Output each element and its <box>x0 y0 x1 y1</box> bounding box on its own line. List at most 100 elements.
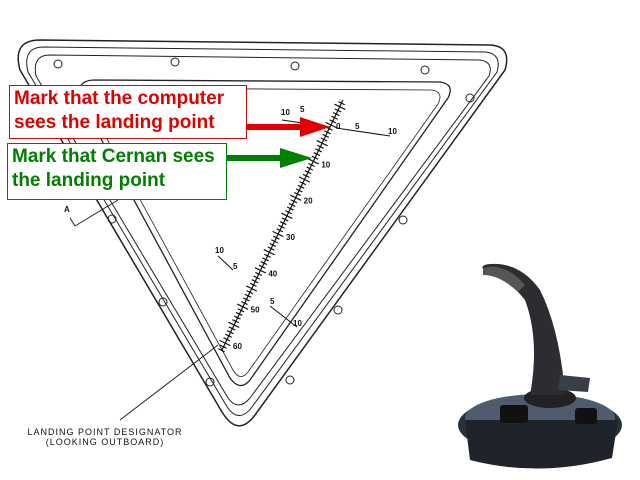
scale-tick <box>286 206 294 211</box>
scale-tick <box>288 202 296 208</box>
scale-tick <box>246 290 254 295</box>
scale-tick <box>290 199 298 204</box>
scale-tick <box>245 285 258 292</box>
scale-tick <box>271 239 278 244</box>
caption-line1: LANDING POINT DESIGNATOR <box>27 427 183 437</box>
scale-tick <box>254 267 266 274</box>
scale-tick <box>313 151 321 157</box>
top-left-label: 10 <box>281 108 290 117</box>
scale-tick <box>219 339 231 347</box>
scale-tick <box>263 253 271 258</box>
scale-tick <box>281 212 293 219</box>
scale-tick <box>223 337 231 342</box>
scale-tick <box>242 297 250 302</box>
scale-tick <box>226 330 234 335</box>
scale-tick <box>272 230 284 238</box>
scale-tick <box>241 300 248 306</box>
scale-tick <box>262 257 270 262</box>
scale-label: 0 <box>336 122 341 131</box>
scale-tick <box>272 235 280 240</box>
scale-tick <box>308 162 315 168</box>
scale-tick <box>334 108 342 113</box>
scale-tick <box>325 121 337 129</box>
scale-tick <box>232 319 240 324</box>
scale-tick <box>235 311 243 317</box>
top-right-label: 10 <box>388 127 397 136</box>
scale-tick <box>322 133 330 138</box>
scale-label: 20 <box>304 197 313 206</box>
scale-label: 30 <box>286 233 295 242</box>
scale-tick <box>332 112 340 117</box>
scale-tick <box>225 333 232 338</box>
scale-tick <box>285 210 293 215</box>
scale-tick <box>306 166 314 171</box>
computer-callout-line2: sees the landing point <box>14 112 215 133</box>
screws <box>53 57 475 387</box>
scale-tick <box>228 326 236 331</box>
scale-tick <box>249 282 257 287</box>
scale-tick <box>218 348 225 353</box>
mid-left-label: 10 <box>215 246 224 255</box>
caption-line2: (LOOKING OUTBOARD) <box>45 437 165 447</box>
computer-mark-arrow <box>245 117 330 137</box>
scale-tick <box>263 249 275 256</box>
scale-tick <box>316 140 328 147</box>
scale-tick <box>253 275 261 280</box>
scale-label: 10 <box>321 160 330 169</box>
scale-tick <box>295 188 303 193</box>
cernan-callout-line2: the landing point <box>12 170 166 191</box>
designator-scale <box>218 99 346 353</box>
cernan-callout-line1: Mark that Cernan sees <box>12 146 215 167</box>
low-right-label: 10 <box>293 319 302 328</box>
scale-tick <box>302 173 310 178</box>
scale-tick <box>299 181 307 186</box>
scale-tick <box>278 224 285 229</box>
cernan-mark-callout: Mark that Cernan sees the landing point <box>7 143 227 200</box>
scale-tick <box>251 279 259 284</box>
scale-tick <box>279 221 287 226</box>
scale-label: 40 <box>268 269 277 278</box>
joystick-image <box>458 263 622 469</box>
low-right-label: 5 <box>270 297 275 306</box>
scale-tick <box>329 119 337 124</box>
computer-mark-callout: Mark that the computer sees the landing … <box>9 85 247 139</box>
scale-tick <box>276 228 284 233</box>
scale-tick <box>338 101 346 106</box>
scale-label: 50 <box>251 306 260 315</box>
scale-tick <box>304 170 312 175</box>
scale-tick <box>315 148 323 153</box>
scale-tick <box>324 130 331 135</box>
mid-left-label: 5 <box>233 262 238 271</box>
scale-tick <box>334 103 346 110</box>
scale-tick <box>258 264 266 269</box>
scale-tick <box>269 242 277 247</box>
top-left-label: 5 <box>300 105 305 114</box>
scale-tick <box>233 315 241 320</box>
scale-tick <box>237 308 245 313</box>
scale-tick <box>267 246 275 251</box>
scale-tick <box>316 144 324 149</box>
leader-line <box>119 344 219 421</box>
cross-scales <box>217 119 391 328</box>
scale-tick <box>297 184 305 189</box>
scale-tick <box>281 217 289 222</box>
computer-callout-line1: Mark that the computer <box>14 88 225 109</box>
scale-tick <box>244 293 252 298</box>
scale-tick <box>290 194 302 201</box>
caption: LANDING POINT DESIGNATOR (LOOKING OUTBOA… <box>20 427 190 447</box>
top-right-label: 5 <box>355 122 360 131</box>
scale-tick <box>260 260 268 266</box>
scale-tick <box>331 115 338 120</box>
scale-label: 60 <box>233 342 242 351</box>
scale-tick <box>294 191 301 197</box>
scale-tick <box>311 155 319 160</box>
section-marker <box>69 199 119 227</box>
cernan-mark-arrow <box>226 148 312 168</box>
scale-tick <box>307 158 319 165</box>
scale-tick <box>219 344 227 349</box>
scale-tick <box>228 321 240 328</box>
scale-tick <box>298 176 311 183</box>
section-marker-label: A <box>64 205 70 214</box>
